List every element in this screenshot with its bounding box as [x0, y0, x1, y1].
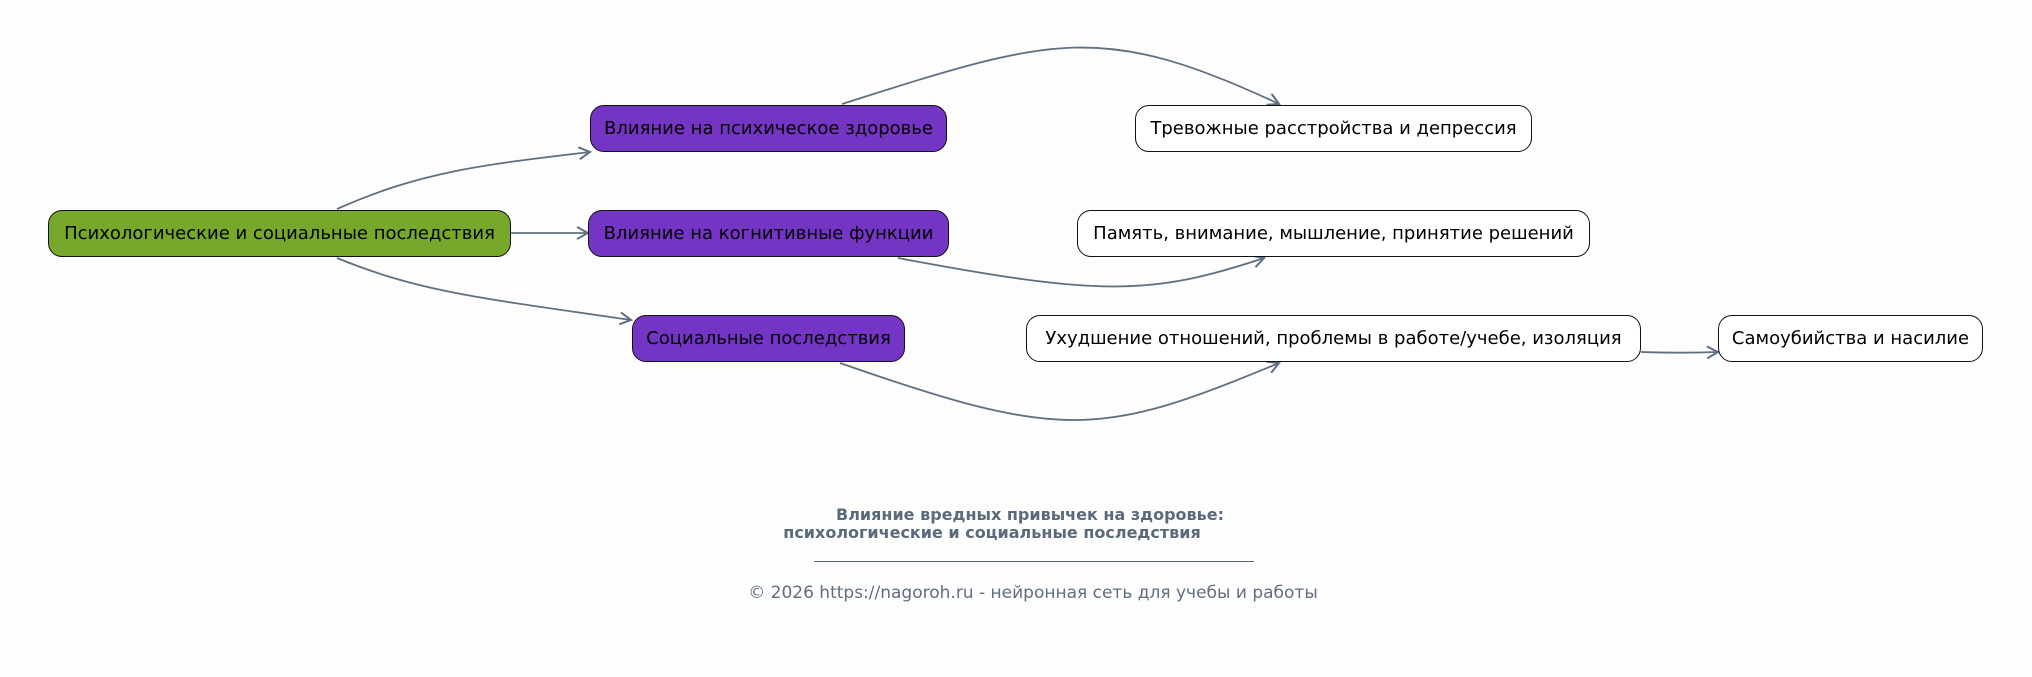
edge-relations-suicide — [1640, 352, 1718, 353]
caption-title-line2: психологические и социальные последствия — [783, 523, 1201, 542]
node-social[interactable]: Социальные последствия — [632, 315, 905, 362]
footer-copyright: © 2026 https://nagoroh.ru - нейронная се… — [748, 583, 1318, 603]
node-cognitive[interactable]: Влияние на когнитивные функции — [588, 210, 949, 257]
node-memory-attention[interactable]: Память, внимание, мышление, принятие реш… — [1077, 210, 1590, 257]
node-anxiety-depression[interactable]: Тревожные расстройства и депрессия — [1135, 105, 1532, 152]
edge-social-relations — [839, 363, 1279, 421]
root-node[interactable]: Психологические и социальные последствия — [48, 210, 511, 257]
edge-root-mental — [336, 152, 590, 210]
node-mental-health[interactable]: Влияние на психическое здоровье — [590, 105, 947, 152]
edge-cognitive-memory — [897, 258, 1264, 288]
edge-mental-anxiety — [841, 46, 1279, 104]
node-suicide-violence[interactable]: Самоубийства и насилие — [1718, 315, 1983, 362]
edge-root-social — [336, 257, 631, 320]
node-relations-isolation[interactable]: Ухудшение отношений, проблемы в работе/у… — [1026, 315, 1641, 362]
caption-title-line1: Влияние вредных привычек на здоровье: — [836, 505, 1224, 524]
caption-divider — [814, 561, 1254, 562]
